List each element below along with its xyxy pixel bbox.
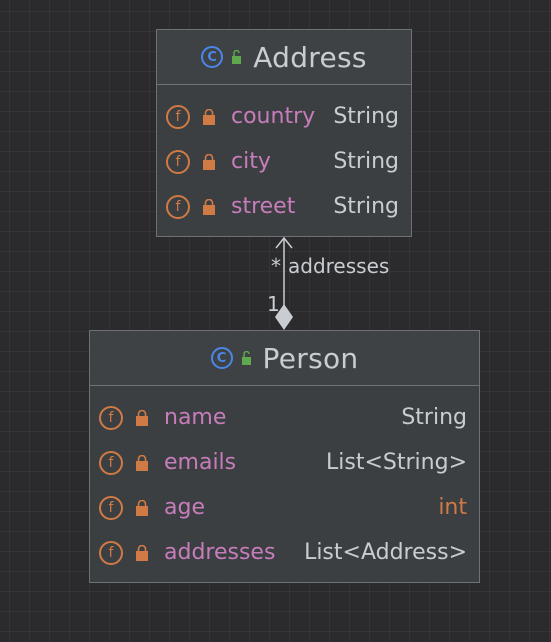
class-address[interactable]: C Address f country String f city String… (156, 29, 412, 237)
open-arrowhead (275, 236, 293, 249)
class-header: C Address (157, 30, 411, 85)
lock-icon (203, 198, 215, 215)
field-name: country (231, 104, 316, 129)
field-row[interactable]: f name String (90, 395, 479, 440)
field-name: street (231, 194, 296, 219)
field-icon: f (99, 495, 123, 520)
field-row[interactable]: f age int (90, 485, 479, 530)
lock-icon (136, 544, 148, 561)
unlock-icon (241, 351, 251, 365)
class-name: Address (253, 40, 367, 74)
unlock-icon (232, 50, 242, 64)
lock-icon (203, 153, 215, 170)
field-icon: f (99, 450, 123, 475)
class-icon: C (210, 347, 233, 369)
class-person[interactable]: C Person f name String f emails List<Str… (89, 330, 480, 583)
class-name: Person (262, 341, 359, 375)
field-row[interactable]: f city String (157, 139, 411, 184)
lock-icon (136, 499, 148, 516)
role-label: addresses (288, 254, 390, 278)
field-row[interactable]: f country String (157, 94, 411, 139)
class-header: C Person (90, 331, 479, 386)
lock-icon (136, 454, 148, 471)
field-type: String (333, 194, 399, 219)
source-multiplicity: 1 (267, 292, 280, 316)
field-name: age (164, 495, 205, 520)
composition-diamond (275, 304, 293, 330)
field-type: List<Address> (304, 540, 467, 565)
field-type: int (438, 495, 467, 520)
field-row[interactable]: f addresses List<Address> (90, 530, 479, 575)
field-name: addresses (164, 540, 276, 565)
field-icon: f (166, 104, 190, 129)
field-type: List<String> (326, 450, 467, 475)
field-icon: f (166, 149, 190, 174)
field-icon: f (166, 194, 190, 219)
field-type: String (401, 405, 467, 430)
field-name: city (231, 149, 271, 174)
field-name: name (164, 405, 227, 430)
field-type: String (333, 104, 399, 129)
field-name: emails (164, 450, 237, 475)
field-row[interactable]: f street String (157, 184, 411, 229)
lock-icon (203, 108, 215, 125)
field-icon: f (99, 405, 123, 430)
field-type: String (333, 149, 399, 174)
field-row[interactable]: f emails List<String> (90, 440, 479, 485)
lock-icon (136, 409, 148, 426)
field-icon: f (99, 540, 123, 565)
target-multiplicity: * (271, 254, 281, 278)
class-icon: C (201, 46, 224, 68)
